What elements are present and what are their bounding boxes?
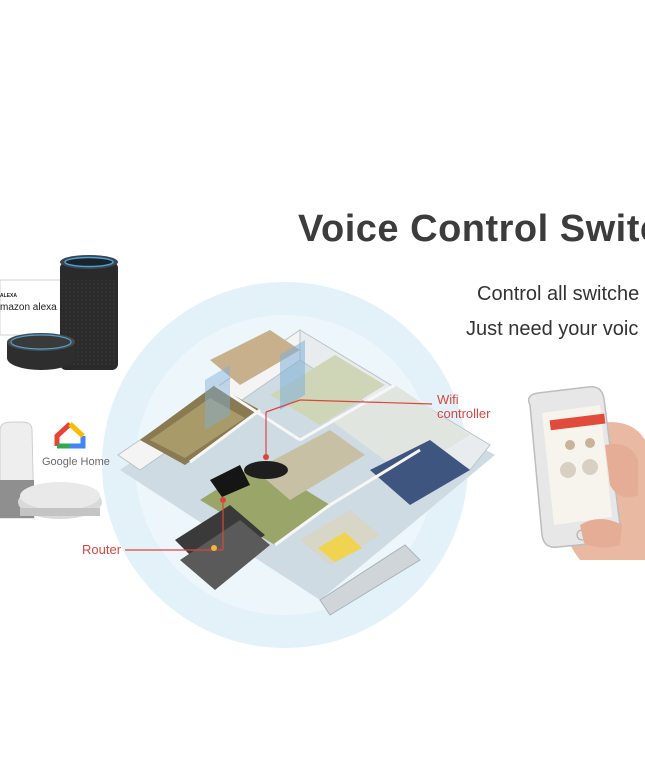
alexa-small-text: ALEXA xyxy=(0,293,17,299)
phone-in-hand xyxy=(527,386,645,560)
callout-wifi-line-2: controller xyxy=(437,406,491,421)
google-home-devices xyxy=(0,421,102,519)
headline: Voice Control Switc xyxy=(298,208,645,250)
wifi-controller-callout: Wifi controller xyxy=(437,393,490,421)
alexa-text: mazon alexa xyxy=(0,302,57,313)
subtitle-line-1: Control all switche xyxy=(477,283,640,305)
router-callout: Router xyxy=(82,542,122,557)
google-home-logo-text: Google Home xyxy=(42,456,110,468)
amazon-alexa-logo: ALEXA mazon alexa xyxy=(0,291,57,313)
subtitle-line-2: Just need your voic xyxy=(466,318,639,340)
amazon-echo-devices xyxy=(0,255,118,370)
callout-wifi-line-1: Wifi xyxy=(437,392,459,407)
